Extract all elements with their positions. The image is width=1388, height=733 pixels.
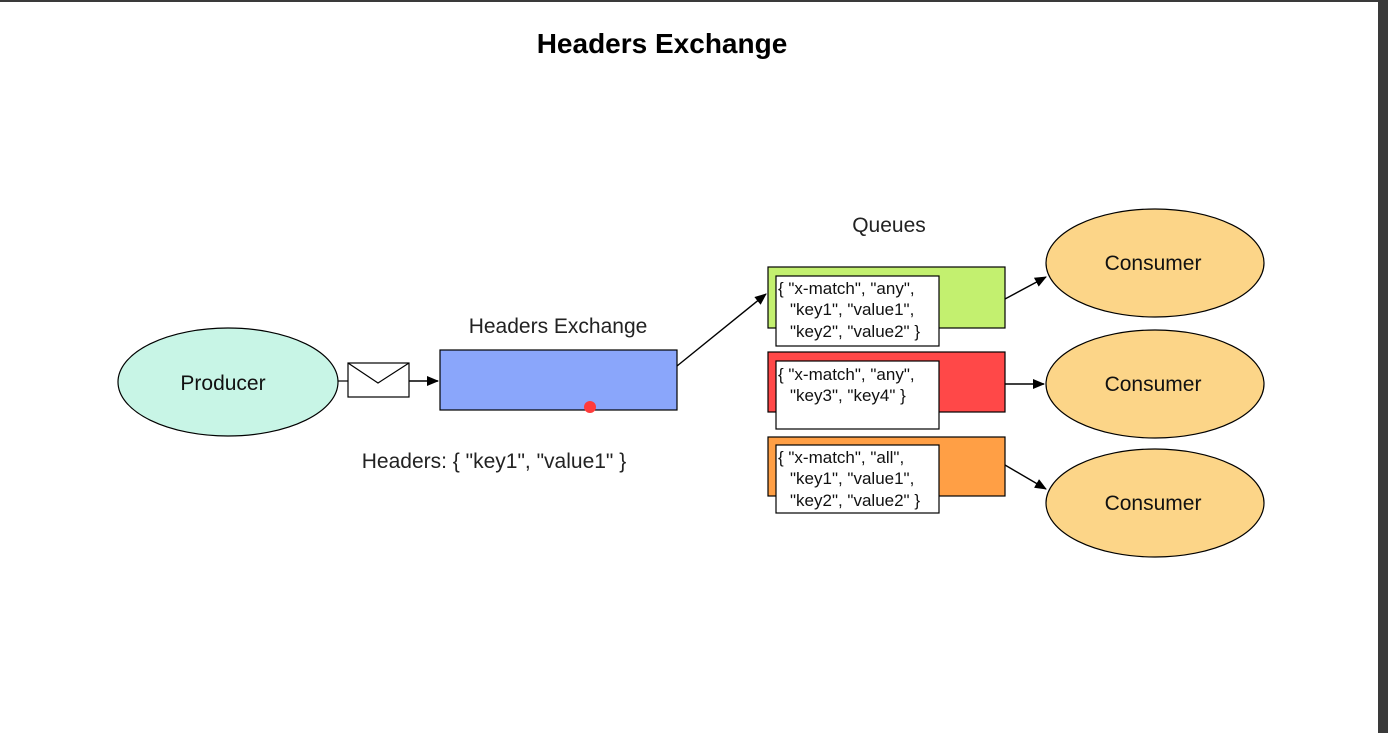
binding-line: { "x-match", "all", xyxy=(778,448,904,467)
binding-text: { "x-match", "any", "key3", "key4" } xyxy=(778,365,919,405)
queue-3: { "x-match", "all", "key1", "value1", "k… xyxy=(767,436,1006,514)
binding-line: "key2", "value2" } xyxy=(790,491,920,510)
binding-line: "key1", "value1", xyxy=(790,300,914,319)
consumer-label: Consumer xyxy=(1105,373,1202,396)
binding-box xyxy=(775,444,940,514)
queue-1-to-consumer-arrow xyxy=(1004,276,1047,300)
headers-caption: Headers: { "key1", "value1" } xyxy=(362,450,626,473)
consumer-3: Consumer xyxy=(1045,448,1265,558)
exchange-to-queue-1-arrow xyxy=(676,293,767,367)
pointer-dot xyxy=(584,401,596,413)
queues-label: Queues xyxy=(852,214,926,237)
binding-box xyxy=(775,275,940,347)
consumer-label: Consumer xyxy=(1105,252,1202,275)
binding-line: { "x-match", "any", xyxy=(778,365,915,384)
queue-3-to-consumer-arrow xyxy=(1004,464,1047,490)
consumer-label: Consumer xyxy=(1105,492,1202,515)
binding-line: "key3", "key4" } xyxy=(790,386,906,405)
exchange-box xyxy=(439,349,678,411)
binding-line: "key1", "value1", xyxy=(790,469,914,488)
binding-box xyxy=(775,360,940,430)
binding-text: { "x-match", "any", "key1", "value1", "k… xyxy=(778,279,920,341)
binding-text: { "x-match", "all", "key1", "value1", "k… xyxy=(778,448,920,510)
binding-line: "key2", "value2" } xyxy=(790,322,920,341)
consumer-ellipse xyxy=(1045,208,1265,318)
binding-line: { "x-match", "any", xyxy=(778,279,915,298)
consumer-ellipse xyxy=(1045,329,1265,439)
queue-1: { "x-match", "any", "key1", "value1", "k… xyxy=(767,266,1006,347)
exchange-node: Headers Exchange xyxy=(439,315,678,413)
consumer-ellipse xyxy=(1045,448,1265,558)
exchange-label: Headers Exchange xyxy=(469,315,648,338)
producer-ellipse xyxy=(117,327,339,437)
consumer-2: Consumer xyxy=(1045,329,1265,439)
envelope-icon xyxy=(347,362,410,398)
queue-2: { "x-match", "any", "key3", "key4" } xyxy=(767,351,1006,430)
producer-node: Producer xyxy=(117,327,339,437)
page-title: Headers Exchange xyxy=(536,28,788,59)
producer-label: Producer xyxy=(180,372,265,395)
consumer-1: Consumer xyxy=(1045,208,1265,318)
